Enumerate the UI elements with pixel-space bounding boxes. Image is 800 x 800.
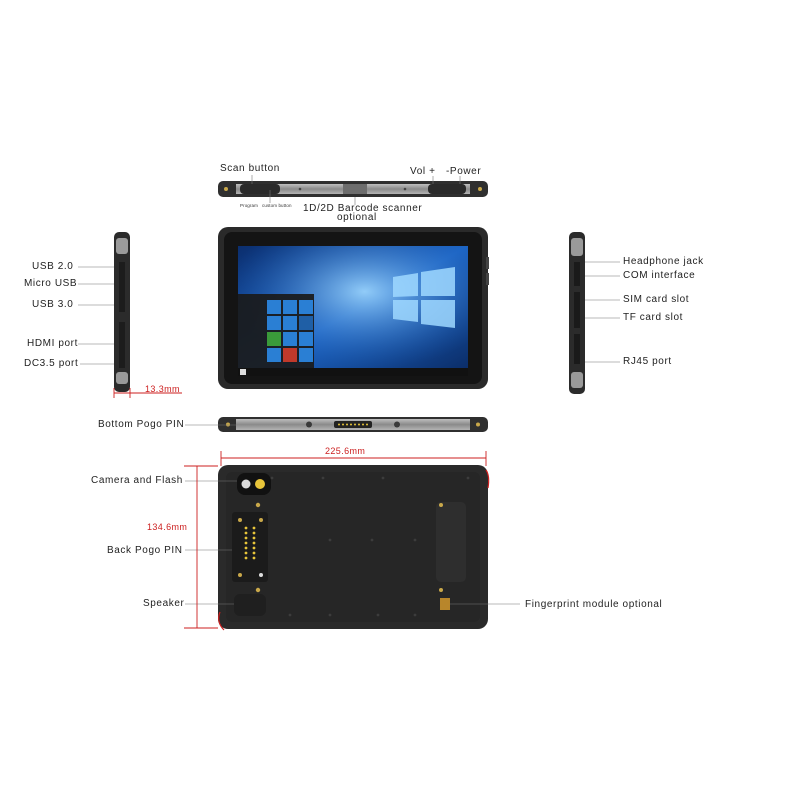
taskbar <box>238 368 468 376</box>
label-speaker: Speaker <box>143 598 185 609</box>
bottom-pogo-connector <box>334 421 372 428</box>
label-rj45: RJ45 port <box>623 356 672 367</box>
scan-buttons <box>240 184 280 194</box>
label-barcode: 1D/2D Barcode scanner <box>303 203 423 214</box>
label-vol: Vol + <box>410 166 436 177</box>
dimension-width: 225.6mm <box>325 446 366 456</box>
speaker-grille <box>234 594 266 616</box>
label-headphone: Headphone jack <box>623 256 704 267</box>
left-edge-view <box>114 232 130 392</box>
label-power: -Power <box>446 166 482 177</box>
label-micro-usb: Micro USB <box>24 278 78 289</box>
leader-lines <box>78 175 620 605</box>
label-custom-button: custom button <box>262 203 292 208</box>
camera-module <box>237 473 271 495</box>
battery-cover <box>436 502 466 582</box>
label-scan-button: Scan button <box>220 163 280 174</box>
dimension-lines <box>113 388 487 629</box>
label-sim: SIM card slot <box>623 294 690 305</box>
label-usb2: USB 2.0 <box>32 261 74 272</box>
right-edge-view <box>569 232 585 394</box>
label-dc35: DC3.5 port <box>24 358 79 369</box>
label-camera-flash: Camera and Flash <box>91 475 183 486</box>
barcode-window <box>343 184 367 194</box>
fingerprint-sensor <box>440 598 450 610</box>
dimension-thickness: 13.3mm <box>145 384 180 394</box>
back-pogo-module <box>232 512 268 582</box>
label-back-pogo: Back Pogo PIN <box>107 545 183 556</box>
front-view-tablet <box>218 227 489 389</box>
label-tf: TF card slot <box>623 312 683 323</box>
label-program-button: Program <box>240 203 258 208</box>
label-fingerprint: Fingerprint module optional <box>525 599 663 610</box>
label-barcode-optional: optional <box>337 212 377 223</box>
label-hdmi: HDMI port <box>27 338 78 349</box>
vol-power-buttons <box>428 184 466 194</box>
label-bottom-pogo: Bottom Pogo PIN <box>98 419 185 430</box>
label-com: COM interface <box>623 270 696 281</box>
dimension-height: 134.6mm <box>147 522 188 532</box>
bottom-edge-view <box>218 417 488 432</box>
label-usb3: USB 3.0 <box>32 299 74 310</box>
top-edge-view <box>218 181 488 197</box>
back-view-tablet <box>218 465 490 631</box>
